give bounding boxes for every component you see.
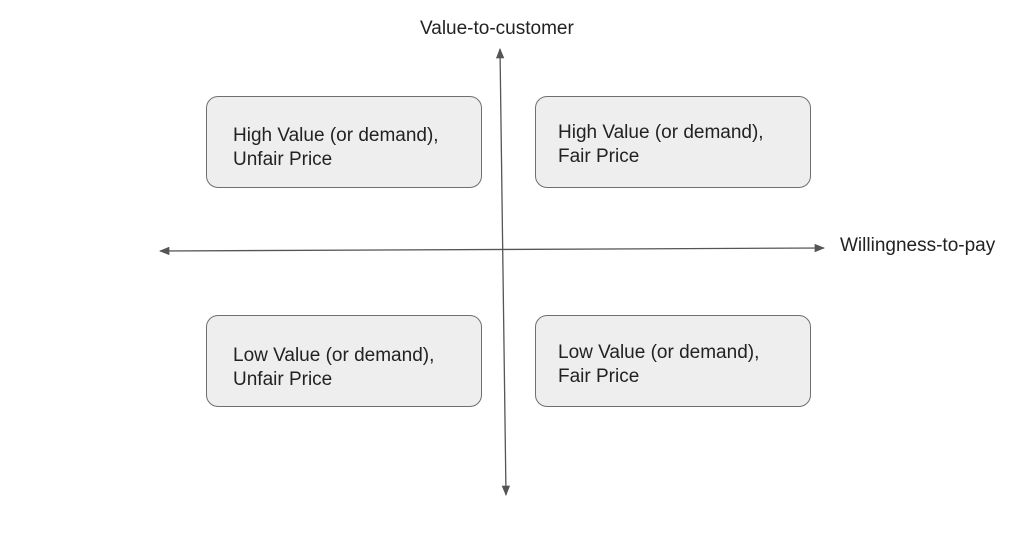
y-axis-label: Value-to-customer <box>420 18 574 39</box>
quadrant-line-1: High Value (or demand), <box>558 122 764 143</box>
vertical-axis-line <box>495 47 511 497</box>
quadrant-line-2: Fair Price <box>558 146 640 167</box>
horizontal-axis-line <box>158 243 826 256</box>
quadrant-line-2: Unfair Price <box>233 369 333 390</box>
quadrant-high-value-fair-price: High Value (or demand), Fair Price <box>535 96 811 188</box>
quadrant-text: Low Value (or demand), Fair Price <box>558 341 759 389</box>
quadrant-line-1: Low Value (or demand), <box>233 345 435 366</box>
quadrant-line-1: Low Value (or demand), <box>558 342 760 363</box>
quadrant-low-value-unfair-price: Low Value (or demand), Unfair Price <box>206 315 482 407</box>
x-axis-label: Willingness-to-pay <box>840 235 996 256</box>
quadrant-high-value-unfair-price: High Value (or demand), Unfair Price <box>206 96 482 188</box>
quadrant-text: Low Value (or demand), Unfair Price <box>233 344 434 392</box>
quadrant-text: High Value (or demand), Fair Price <box>558 121 764 169</box>
quadrant-line-2: Unfair Price <box>233 149 333 170</box>
quadrant-line-2: Fair Price <box>558 366 640 387</box>
quadrant-text: High Value (or demand), Unfair Price <box>233 124 439 172</box>
quadrant-low-value-fair-price: Low Value (or demand), Fair Price <box>535 315 811 407</box>
quadrant-line-1: High Value (or demand), <box>233 125 439 146</box>
